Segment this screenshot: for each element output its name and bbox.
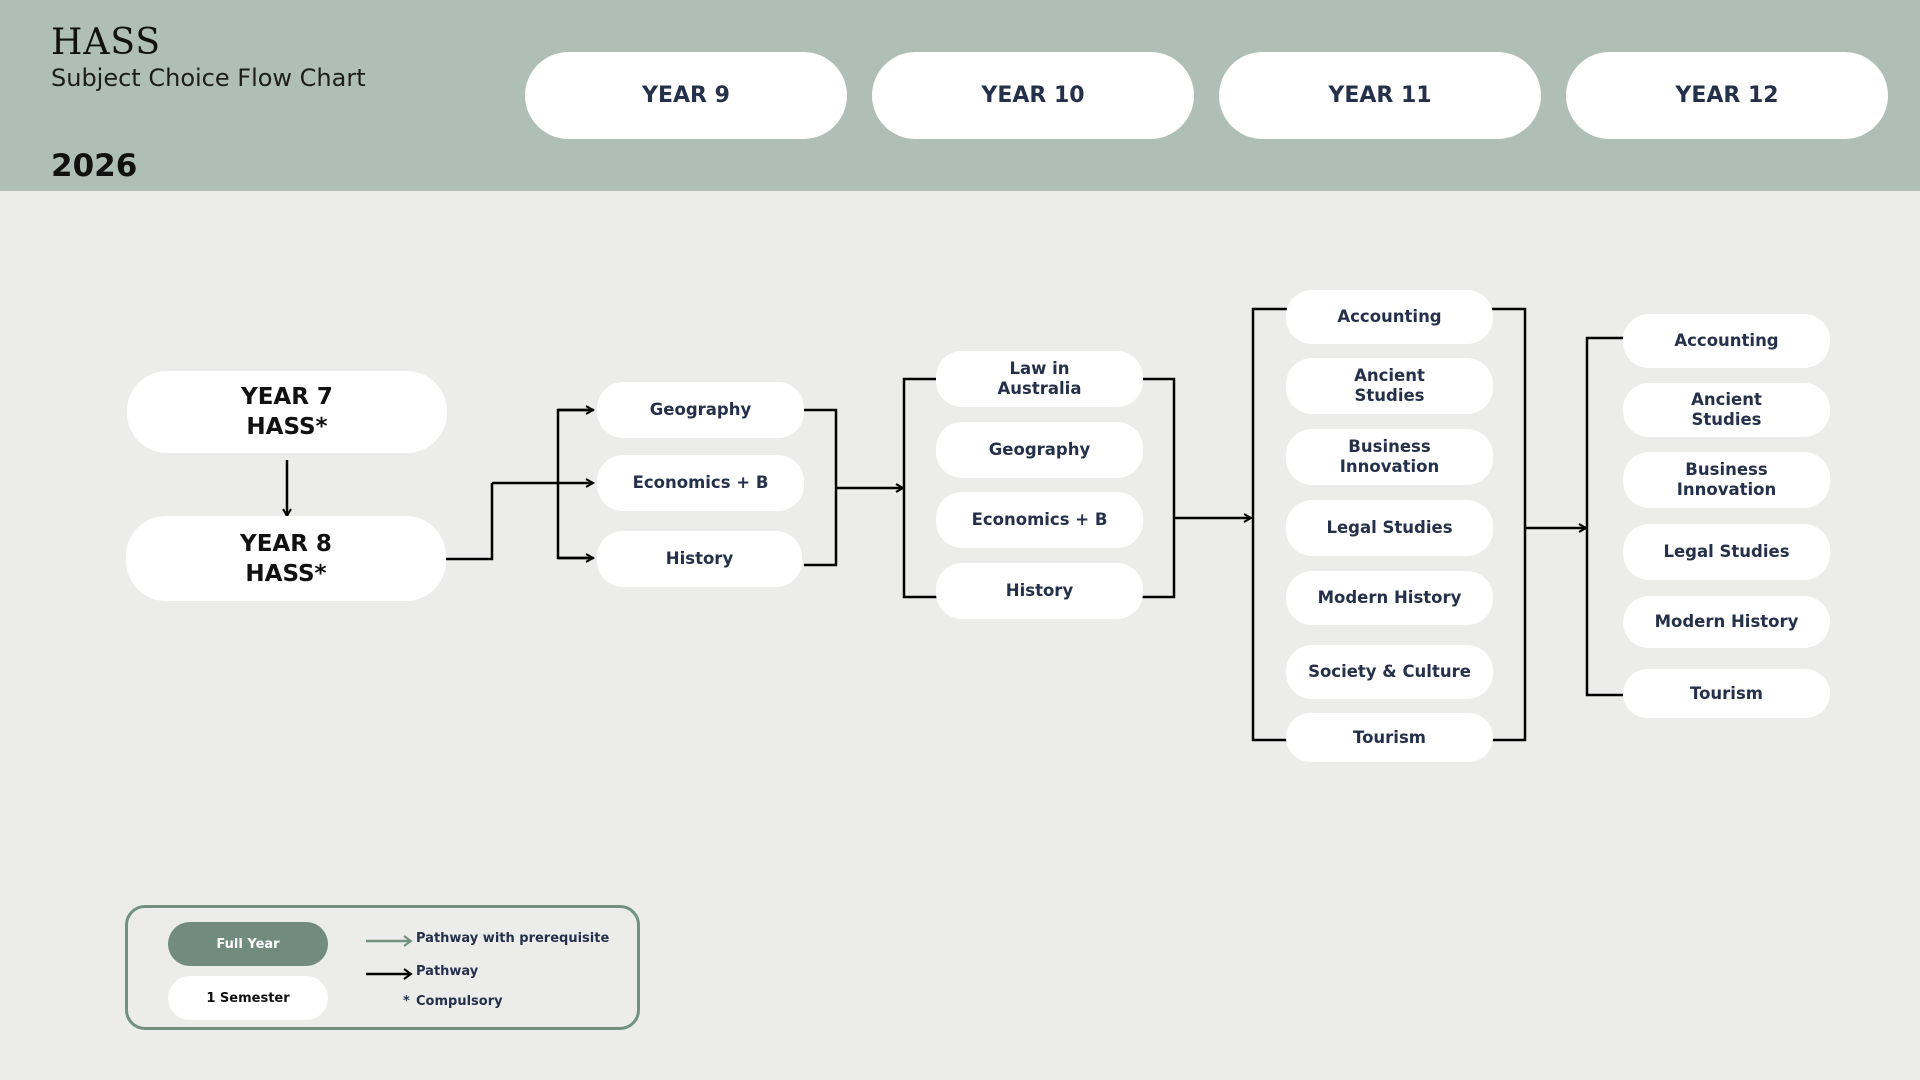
year10-node-law: Law in Australia bbox=[936, 351, 1143, 407]
legend-prerequisite-arrow-icon bbox=[366, 935, 413, 947]
year9-node-economics: Economics + B bbox=[597, 455, 804, 511]
node-year-7-hass: YEAR 7 HASS* bbox=[127, 371, 447, 453]
connector-y11-bracket bbox=[1251, 307, 1287, 742]
year11-node-legal-studies: Legal Studies bbox=[1286, 500, 1493, 556]
connector-y11-out bbox=[1492, 307, 1527, 742]
legend-asterisk-symbol: * bbox=[403, 994, 410, 1009]
year11-node-society-culture: Society & Culture bbox=[1286, 645, 1493, 699]
connector-y10-out bbox=[1142, 377, 1176, 599]
year9-node-history: History bbox=[597, 531, 802, 587]
legend-semester-swatch: 1 Semester bbox=[168, 976, 328, 1020]
year11-node-modern-history: Modern History bbox=[1286, 571, 1493, 625]
year12-node-legal-studies: Legal Studies bbox=[1623, 524, 1830, 580]
connector-y8-y9 bbox=[446, 483, 494, 561]
year10-node-geography: Geography bbox=[936, 422, 1143, 478]
year12-node-accounting: Accounting bbox=[1623, 314, 1830, 368]
year12-node-business-innovation: Business Innovation bbox=[1623, 452, 1830, 508]
year10-node-history: History bbox=[936, 563, 1143, 619]
legend-box: Full Year 1 Semester Pathway with prereq… bbox=[125, 905, 640, 1030]
year12-node-ancient-studies: Ancient Studies bbox=[1623, 383, 1830, 437]
year11-node-ancient-studies: Ancient Studies bbox=[1286, 358, 1493, 414]
node-year-8-hass: YEAR 8 HASS* bbox=[126, 516, 446, 601]
year-label: 2026 bbox=[51, 148, 138, 184]
year9-node-geography: Geography bbox=[597, 382, 804, 438]
legend-prerequisite-label: Pathway with prerequisite bbox=[416, 931, 610, 946]
year11-node-tourism: Tourism bbox=[1286, 713, 1493, 762]
year12-node-modern-history: Modern History bbox=[1623, 596, 1830, 648]
column-header-year-11: YEAR 11 bbox=[1219, 52, 1541, 139]
legend-full-year-swatch: Full Year bbox=[168, 922, 328, 966]
column-header-year-9: YEAR 9 bbox=[525, 52, 847, 139]
legend-pathway-label: Pathway bbox=[416, 964, 479, 979]
connector-y10-bracket bbox=[902, 377, 937, 599]
connector-y9-out bbox=[804, 408, 838, 567]
page-subtitle: Subject Choice Flow Chart bbox=[51, 64, 366, 92]
page-title: HASS bbox=[51, 22, 162, 63]
year10-node-economics: Economics + B bbox=[936, 492, 1143, 548]
column-header-year-12: YEAR 12 bbox=[1566, 52, 1888, 139]
legend-compulsory-label: Compulsory bbox=[416, 994, 503, 1009]
column-header-year-10: YEAR 10 bbox=[872, 52, 1194, 139]
year12-node-tourism: Tourism bbox=[1623, 669, 1830, 718]
legend-pathway-arrow-icon bbox=[366, 968, 413, 980]
year11-node-business-innovation: Business Innovation bbox=[1286, 429, 1493, 485]
year11-node-accounting: Accounting bbox=[1286, 290, 1493, 344]
connector-y12-bracket bbox=[1585, 336, 1624, 697]
